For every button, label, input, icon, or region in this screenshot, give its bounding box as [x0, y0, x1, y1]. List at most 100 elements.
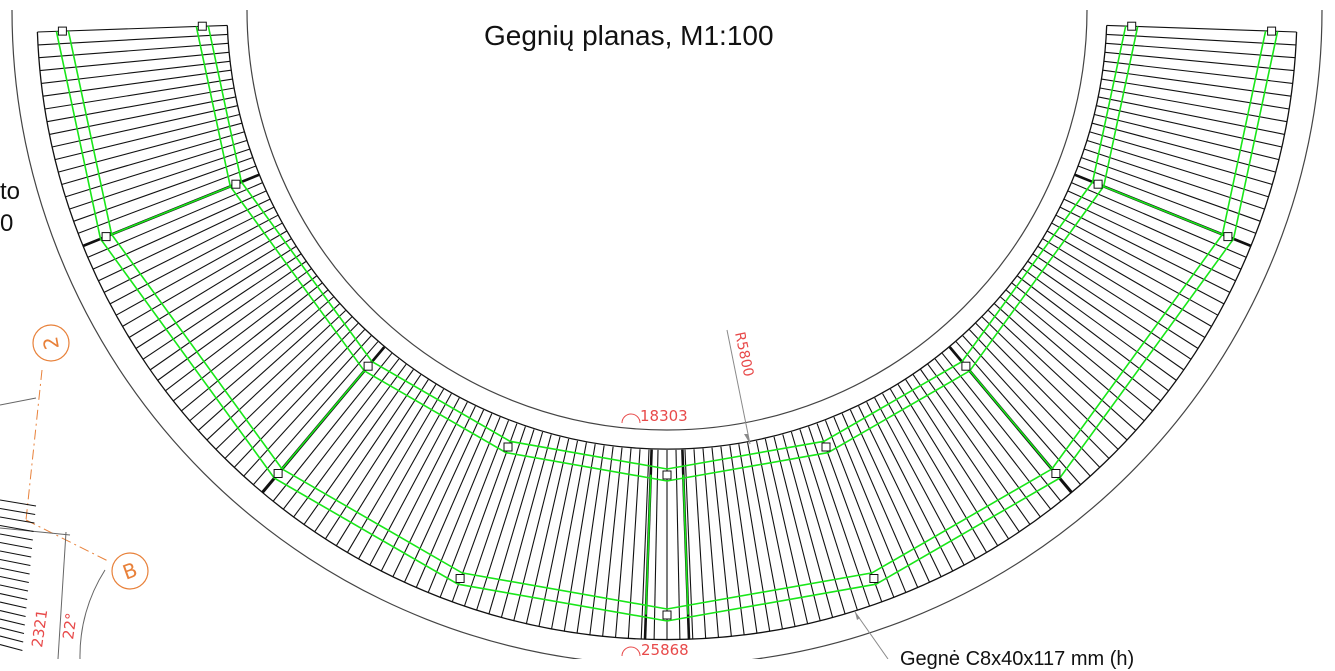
rafter [197, 303, 340, 432]
rafter [180, 289, 329, 412]
rafter [1005, 289, 1154, 412]
rafter [833, 416, 907, 594]
rafter-ring-edges [36, 25, 1298, 641]
rafter [1051, 222, 1219, 316]
rafter [614, 448, 632, 638]
rafter [790, 431, 846, 615]
rafter [882, 393, 977, 560]
post-marker [1267, 26, 1277, 36]
radius-dimension-line [726, 329, 751, 445]
rafter [44, 78, 233, 110]
rafter [73, 157, 253, 222]
rafter [346, 388, 445, 554]
grid-bubble-B [111, 552, 149, 590]
rafter [1092, 122, 1276, 173]
rafter [538, 440, 579, 627]
rafter [109, 214, 279, 305]
left-text-fragment-2: 0 [0, 210, 14, 237]
rafter [934, 358, 1052, 510]
left-length-label: 2321 [28, 608, 51, 648]
rafter [1089, 131, 1273, 186]
rafter [1067, 190, 1242, 270]
inner-boundary-arc [246, 9, 1088, 431]
rafter [858, 405, 942, 578]
rafter [49, 96, 236, 135]
rafter [1060, 206, 1231, 293]
grid-bubble-B-label: B [119, 557, 140, 584]
rafter [54, 113, 240, 161]
post-marker [662, 610, 672, 620]
rafter [303, 369, 414, 526]
post-marker [503, 442, 513, 452]
rafter [61, 131, 245, 186]
rafter [58, 122, 242, 173]
cross-beam [105, 183, 237, 238]
rafter [172, 282, 323, 402]
rafter [1027, 261, 1185, 371]
rafter [1042, 238, 1206, 339]
rafter [1047, 230, 1212, 327]
rafter [1096, 105, 1283, 148]
rafter [773, 436, 821, 622]
rafter [1011, 282, 1162, 402]
rafter [475, 429, 535, 611]
rafter [292, 363, 407, 518]
rafter [427, 416, 501, 594]
rafter [962, 335, 1091, 477]
post-marker [1093, 179, 1103, 189]
rafter [941, 352, 1062, 502]
rafter [488, 431, 544, 615]
rafter [97, 198, 271, 282]
left-rafter [0, 635, 24, 643]
left-rafter [0, 626, 25, 635]
rafter [1098, 96, 1285, 135]
post-marker [101, 232, 111, 242]
rafter-inner-edge [226, 25, 1108, 450]
rafter [975, 323, 1110, 460]
rafter [1078, 165, 1257, 234]
rafter [994, 303, 1137, 432]
rafter [439, 420, 510, 598]
leader-line [854, 611, 889, 659]
rafter [149, 261, 307, 371]
rafter-outer-edge [36, 31, 1298, 641]
beam-line [195, 26, 1139, 482]
left-rafter [0, 516, 35, 524]
left-rafter [0, 601, 27, 609]
rafter [513, 436, 561, 622]
beam-line [55, 31, 1279, 622]
outer-boundary-arc [11, 9, 1323, 659]
rafter [335, 384, 437, 547]
left-rafter [0, 524, 34, 533]
cross-beam [965, 365, 1057, 475]
post-marker [1223, 232, 1233, 242]
rafter [702, 448, 720, 638]
left-partial-view: 2 B 2321 22° [0, 324, 149, 659]
post-marker [1127, 21, 1137, 31]
support-beams [55, 25, 1279, 622]
rafter [324, 379, 429, 540]
rafter [243, 335, 372, 477]
beam-post-markers [57, 21, 1277, 620]
rafter [1071, 182, 1247, 258]
rafter [1055, 214, 1225, 305]
rafter [1032, 253, 1192, 360]
left-rafter [0, 533, 33, 541]
leader-arrow [855, 612, 860, 620]
rafter [128, 238, 292, 339]
post-marker [821, 442, 831, 452]
outer-arc-length-label: 25868 [641, 641, 689, 659]
rafter [550, 442, 587, 630]
rafter [849, 409, 931, 583]
rafter [866, 401, 954, 572]
rafter [41, 60, 231, 84]
rafter [46, 87, 235, 123]
beam-line [67, 30, 1267, 610]
rafter [576, 445, 605, 634]
rafter [272, 352, 393, 502]
cross-beam [645, 474, 652, 615]
rafter [764, 438, 809, 625]
rafter [189, 296, 334, 422]
rafter [1000, 296, 1145, 422]
rafter [233, 329, 365, 468]
